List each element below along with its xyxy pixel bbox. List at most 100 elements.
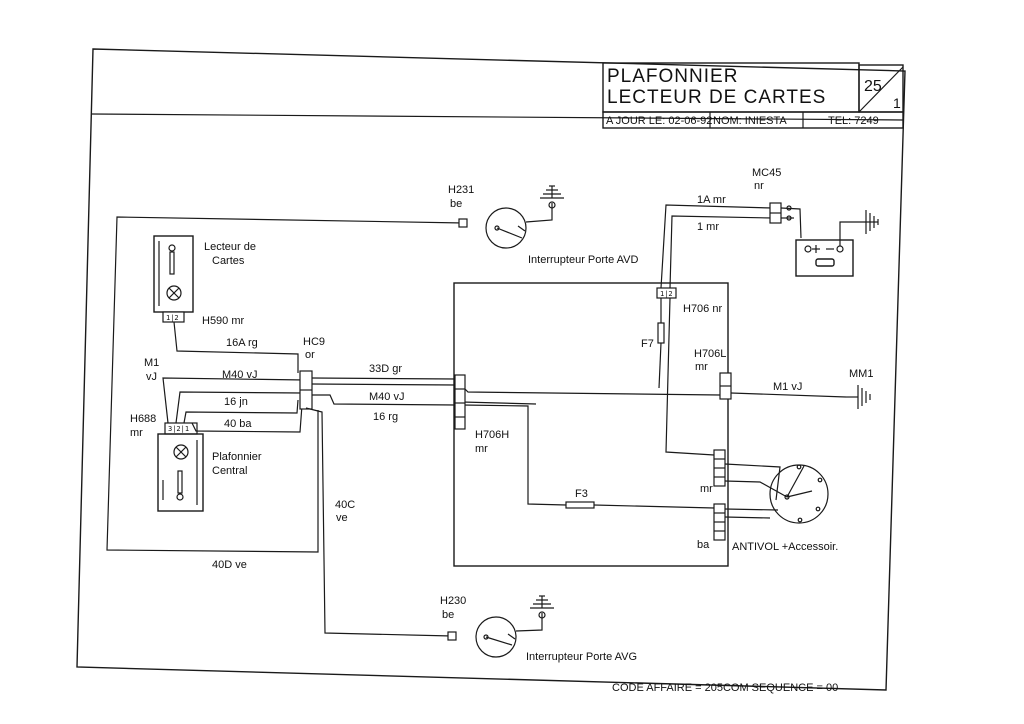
wire-label-16a: 16A rg bbox=[226, 337, 258, 349]
sheet-number-slash bbox=[858, 66, 904, 113]
wire-16a-rg bbox=[173, 321, 299, 373]
door-switch-icon-avg bbox=[475, 616, 517, 658]
h231-label-1: H231 bbox=[448, 184, 474, 196]
title-line-2: LECTEUR DE CARTES bbox=[607, 87, 826, 108]
author-name: NOM: INIESTA bbox=[713, 115, 787, 127]
wire-16-jn bbox=[183, 399, 299, 424]
footer-code: CODE AFFAIRE = 205COM SEQUENCE = 00 bbox=[612, 682, 838, 694]
plafonnier-central: 3|2|1 H688 mr Plafonnier Central bbox=[130, 413, 262, 512]
wire-1a-mr bbox=[660, 204, 773, 289]
hc9-label-2: or bbox=[305, 349, 315, 361]
antivol-ba-label: ba bbox=[697, 539, 710, 551]
f3-body bbox=[565, 501, 595, 509]
f3-label: F3 bbox=[575, 488, 588, 500]
lecteur-switch-dot bbox=[168, 244, 176, 252]
h231-switch-label: Interrupteur Porte AVD bbox=[528, 254, 639, 266]
wire-40d-loop bbox=[106, 216, 465, 553]
wire-m1-vj-right bbox=[730, 392, 847, 398]
h706-label: H706 nr bbox=[683, 303, 722, 315]
wire-label-m1-right: M1 vJ bbox=[773, 381, 802, 393]
updated-date: A JOUR LE: 02-06-92 bbox=[606, 115, 712, 127]
ground-icon-avg bbox=[530, 595, 554, 609]
wire-label-1a: 1A mr bbox=[697, 194, 726, 206]
wire-h706-to-antivol bbox=[665, 297, 715, 456]
wire-m1-vj-left bbox=[162, 377, 306, 424]
wire-to-f3 bbox=[461, 404, 567, 506]
title-block: PLAFONNIER LECTEUR DE CARTES 25 1 A JOUR… bbox=[602, 62, 904, 129]
svg-text:1|2: 1|2 bbox=[660, 290, 673, 298]
h230-label-2: be bbox=[442, 609, 454, 621]
wire-m40-vj bbox=[175, 391, 303, 424]
plafonnier-label-1: Plafonnier bbox=[212, 451, 262, 463]
h231-label-2: be bbox=[450, 198, 462, 210]
h706l-label-2: mr bbox=[695, 361, 708, 373]
wire-label-40ba: 40 ba bbox=[224, 418, 252, 430]
f7-label: F7 bbox=[641, 338, 654, 350]
lamp-icon-central bbox=[173, 444, 189, 460]
h706l-label-1: H706L bbox=[694, 348, 726, 360]
plafonnier-lamp-housing bbox=[157, 433, 204, 512]
h231-door-switch: H231 be Interrupteur Porte AVD bbox=[448, 184, 639, 266]
sheet-number-bottom: 1 bbox=[893, 95, 901, 111]
plafonnier-label-2: Central bbox=[212, 465, 247, 477]
h706-body bbox=[656, 287, 677, 299]
lecteur-label-2: Cartes bbox=[212, 255, 245, 267]
h706h-label-2: mr bbox=[475, 443, 488, 455]
h230-switch-label: Interrupteur Porte AVG bbox=[526, 651, 637, 663]
lecteur-switch-bar bbox=[169, 251, 175, 275]
h230-door-switch: H230 be Interrupteur Porte AVG bbox=[440, 595, 637, 663]
sheet-border bbox=[76, 48, 906, 691]
title-info-row bbox=[602, 111, 904, 129]
h706-connector: 1|2 H706 nr bbox=[656, 287, 722, 315]
wire-label-40c-1: 40C bbox=[335, 499, 355, 511]
antivol-label: ANTIVOL +Accessoir. bbox=[732, 541, 838, 553]
wire-label-m40-top: M40 vJ bbox=[222, 369, 257, 381]
h706l-connector: H706L mr bbox=[694, 348, 732, 400]
phone-number: TEL: 7249 bbox=[828, 115, 879, 127]
antivol-switch: mr ba ANTIVOL +Accessoir. bbox=[697, 449, 838, 553]
mc45-label-1: MC45 bbox=[752, 167, 781, 179]
wire-m1-vj-through bbox=[461, 385, 721, 396]
wire-1-mr bbox=[669, 215, 773, 289]
svg-text:1|2: 1|2 bbox=[166, 314, 179, 322]
ground-icon-mm1: MM1 bbox=[846, 368, 873, 409]
svg-text:3|2|1: 3|2|1 bbox=[168, 425, 189, 433]
mc45-label-2: nr bbox=[754, 180, 764, 192]
wire-label-1mr: 1 mr bbox=[697, 221, 719, 233]
f3-fuse: F3 bbox=[565, 488, 715, 509]
mm1-label: MM1 bbox=[849, 368, 873, 380]
sheet-number-top: 25 bbox=[864, 78, 882, 95]
mc45-fuse: MC45 nr bbox=[752, 167, 802, 239]
ground-icon-battery bbox=[865, 210, 879, 234]
battery-body bbox=[795, 239, 854, 277]
wire-40c-ve bbox=[305, 407, 453, 637]
h706h-connector: H706H mr bbox=[454, 374, 509, 455]
wire-label-m1-1: M1 bbox=[144, 357, 159, 369]
plafonnier-switch-bar bbox=[177, 470, 183, 494]
h706h-box bbox=[453, 282, 729, 567]
ground-icon-avd bbox=[540, 185, 564, 199]
h706h-label-1: H706H bbox=[475, 429, 509, 441]
wire-label-40c-2: ve bbox=[336, 512, 348, 524]
central-harness: 33D gr M40 vJ 16 rg bbox=[311, 363, 721, 506]
h230-label-1: H230 bbox=[440, 595, 466, 607]
title-line-1: PLAFONNIER bbox=[607, 66, 738, 87]
antivol-mr-label: mr bbox=[700, 483, 713, 495]
lecteur-label-1: Lecteur de bbox=[204, 241, 256, 253]
h590-connector bbox=[162, 311, 185, 323]
title-divider bbox=[91, 113, 904, 121]
wire-label-m1-2: vJ bbox=[146, 371, 157, 383]
f7-body bbox=[657, 322, 665, 344]
h231-connector bbox=[458, 218, 468, 228]
wire-40-ba bbox=[191, 404, 303, 433]
wire-label-16jn: 16 jn bbox=[224, 396, 248, 408]
wire-label-m40-mid: M40 vJ bbox=[369, 391, 404, 403]
h590-label: H590 mr bbox=[202, 315, 245, 327]
hc9-connector: HC9 or bbox=[299, 336, 325, 410]
h706h-body bbox=[454, 374, 466, 430]
f7-fuse: F7 bbox=[641, 298, 665, 389]
hc9-label-1: HC9 bbox=[303, 336, 325, 348]
wire-label-33d: 33D gr bbox=[369, 363, 402, 375]
wire-label-40d: 40D ve bbox=[212, 559, 247, 571]
